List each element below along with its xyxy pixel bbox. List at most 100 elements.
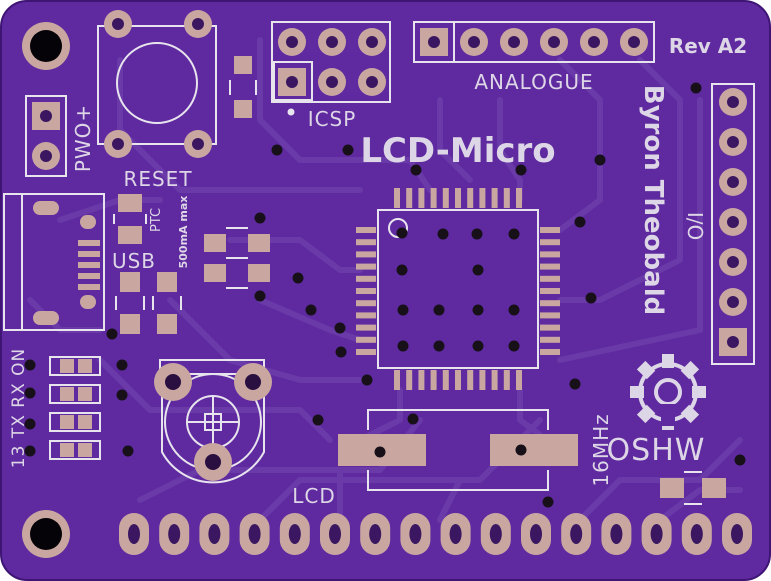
via	[24, 445, 36, 457]
via	[24, 387, 36, 399]
via	[292, 272, 304, 284]
qfp-pin	[406, 370, 413, 390]
via	[24, 359, 36, 371]
qfp-pin	[356, 324, 376, 331]
qfp-pin	[455, 370, 461, 390]
analogue-header	[413, 21, 655, 63]
qfp-pin	[356, 227, 376, 233]
via	[361, 374, 373, 386]
qfp-pin	[356, 336, 376, 343]
via	[433, 340, 445, 352]
qfp-pin	[356, 239, 376, 246]
reset-button	[97, 10, 217, 158]
qfp-pin	[356, 275, 376, 282]
via	[334, 322, 346, 334]
qfp-pin	[540, 288, 560, 294]
qfp-pin	[491, 188, 498, 208]
qfp-pin	[503, 370, 510, 390]
qfp-pin	[540, 324, 560, 331]
qfp-pin	[356, 349, 376, 355]
microcontroller	[356, 188, 560, 390]
via	[271, 144, 283, 156]
via	[734, 454, 746, 466]
author-label: Byron Theobald	[638, 85, 668, 315]
via	[407, 413, 419, 425]
qfp-pin	[467, 188, 474, 208]
revision-label: Rev A2	[669, 34, 747, 58]
status-leds	[49, 356, 101, 460]
mounting-holes	[22, 22, 70, 558]
via	[374, 446, 386, 458]
ptc-rating-label: 500mA max	[177, 196, 190, 269]
qfp-pin	[503, 188, 510, 208]
via	[569, 378, 581, 390]
via	[437, 228, 449, 240]
via	[471, 228, 483, 240]
board-title: LCD-Micro	[360, 131, 555, 171]
qfp-pin	[540, 300, 560, 307]
crystal-label: 16MHz	[589, 413, 613, 486]
qfp-pin	[540, 263, 560, 270]
ptc-fuse	[113, 194, 147, 244]
led	[49, 356, 101, 376]
vias	[24, 82, 746, 508]
reset-label: RESET	[123, 167, 192, 191]
qfp-pin	[540, 336, 560, 343]
qfp-pin	[455, 188, 461, 208]
via	[106, 328, 118, 340]
qfp-pin	[467, 370, 474, 390]
ptc-label: PTC	[149, 208, 164, 232]
qfp-pin	[479, 370, 486, 390]
qfp-pin	[540, 275, 560, 282]
qfp-pin	[356, 251, 376, 258]
via	[342, 144, 354, 156]
via	[508, 228, 520, 240]
icsp-label: ICSP	[308, 107, 357, 131]
qfp-pin	[540, 312, 560, 319]
via	[397, 304, 409, 316]
via	[116, 389, 128, 401]
via	[116, 359, 128, 371]
io-label: I/O	[683, 212, 707, 240]
led	[49, 440, 101, 460]
via	[594, 154, 606, 166]
via	[472, 264, 484, 276]
qfp-pin	[356, 263, 376, 270]
qfp-pin	[406, 188, 413, 208]
led	[49, 412, 101, 432]
via	[396, 264, 408, 276]
via	[690, 82, 702, 94]
power-header	[25, 95, 67, 177]
power-label: PWO+	[71, 104, 95, 172]
via	[472, 304, 484, 316]
via	[542, 496, 554, 508]
qfp-pin	[540, 239, 560, 246]
qfp-pin	[516, 188, 522, 208]
via	[585, 292, 597, 304]
via	[122, 445, 134, 457]
via	[472, 340, 484, 352]
via	[305, 304, 317, 316]
via	[312, 414, 324, 426]
qfp-pin	[418, 188, 425, 208]
qfp-pin	[442, 188, 449, 208]
via	[515, 164, 527, 176]
qfp-pin	[442, 370, 449, 390]
via	[24, 418, 36, 430]
qfp-pin	[394, 370, 400, 390]
led	[49, 384, 101, 404]
qfp-pin	[430, 370, 437, 390]
qfp-pin	[491, 370, 498, 390]
qfp-pin	[418, 370, 425, 390]
via	[508, 304, 520, 316]
via	[410, 164, 422, 176]
via	[396, 227, 408, 239]
qfp-pin	[356, 288, 376, 294]
qfp-pin	[394, 188, 400, 208]
qfp-pin	[356, 312, 376, 319]
icsp-header	[271, 21, 391, 116]
io-header	[711, 83, 755, 365]
via	[254, 290, 266, 302]
